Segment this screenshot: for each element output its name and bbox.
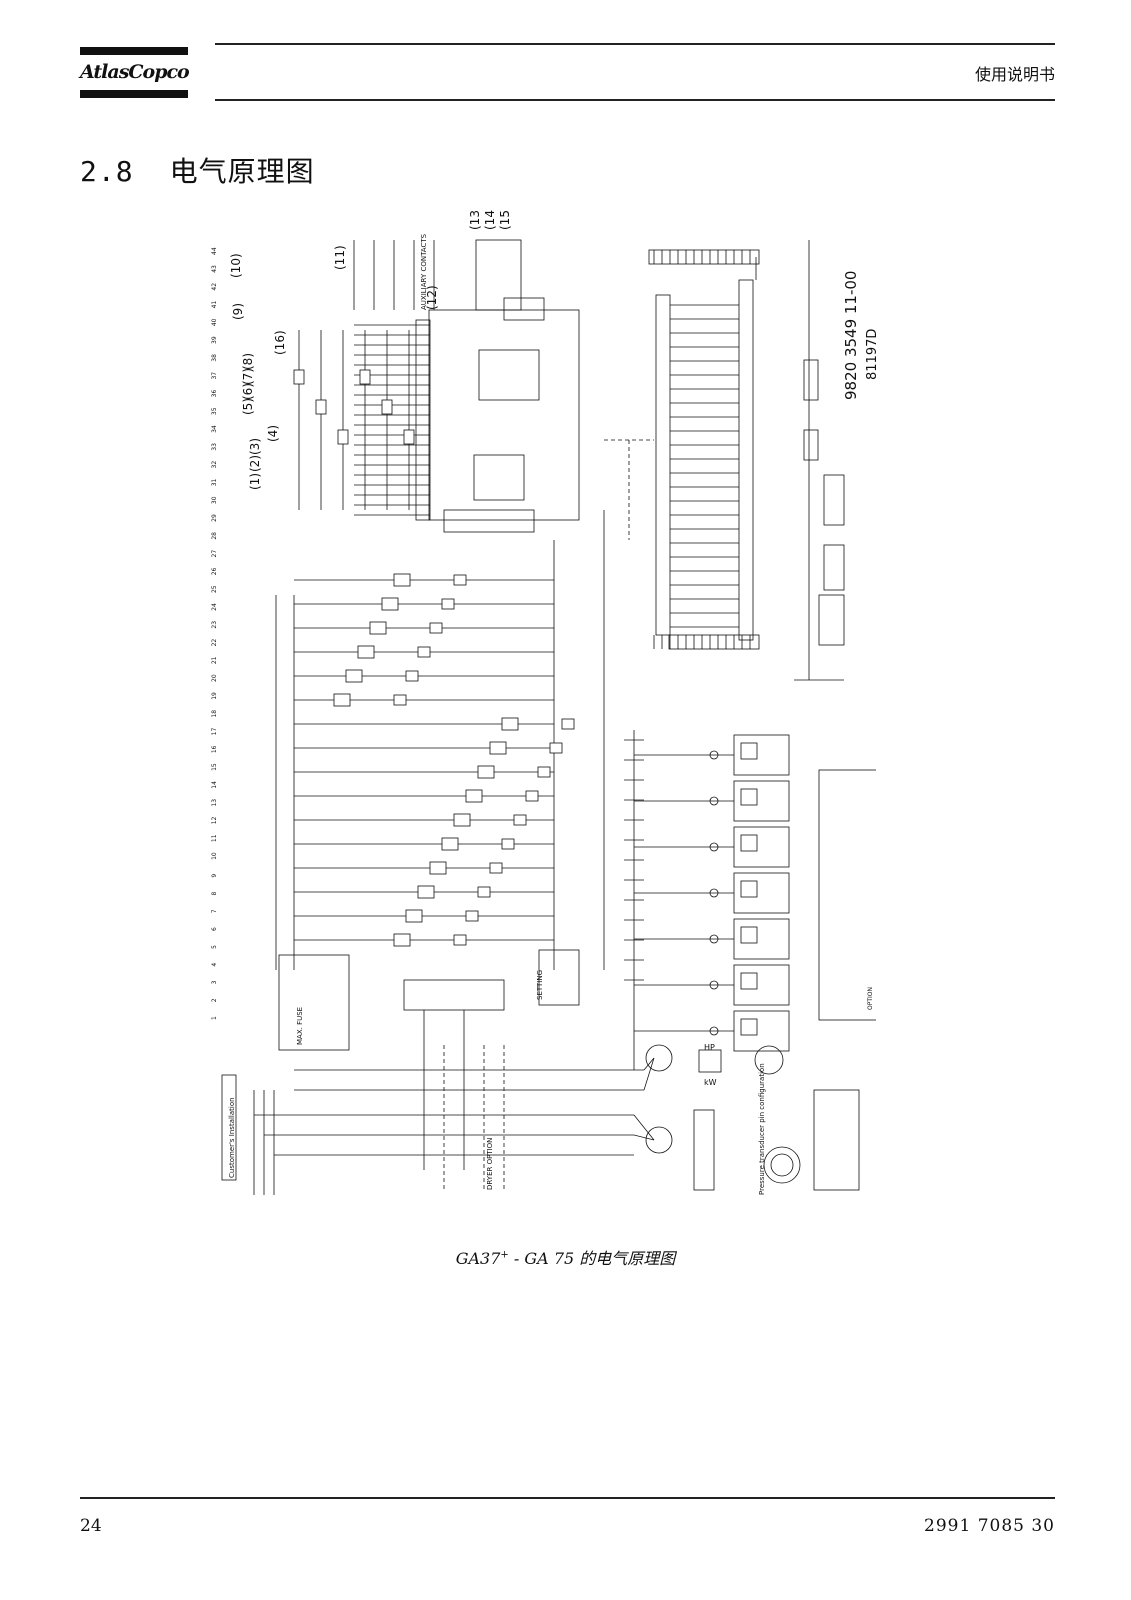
column-number: 16 [211, 745, 218, 753]
column-number: 27 [211, 550, 218, 558]
callout: (1) [248, 473, 262, 490]
callout: (5) [241, 398, 255, 415]
column-number: 11 [211, 834, 218, 842]
callout: (3) [248, 438, 262, 455]
column-number: 6 [211, 927, 218, 931]
figure-caption: GA37+ - GA 75 的电气原理图 [0, 1245, 1131, 1269]
column-number: 35 [211, 407, 218, 415]
column-number: 17 [211, 728, 218, 736]
callout: (4) [266, 425, 280, 442]
callout: (13) [468, 210, 482, 230]
footer-rule [80, 1497, 1055, 1499]
column-number: 40 [211, 318, 218, 326]
column-number: 34 [211, 425, 218, 433]
callout: (11) [333, 245, 347, 270]
column-number: 41 [211, 301, 218, 309]
dryer-option-label: DRYER OPTION [486, 1138, 494, 1190]
column-number: 21 [211, 656, 218, 664]
column-number: 14 [211, 781, 218, 789]
column-number: 8 [211, 891, 218, 895]
column-number: 31 [211, 478, 218, 486]
logo-bar-top [80, 47, 188, 55]
max-fuse-label: MAX. FUSE [296, 1007, 304, 1045]
column-number: 19 [211, 692, 218, 700]
logo-text: AtlasCopco [80, 61, 190, 83]
column-number: 32 [211, 461, 218, 469]
pressure-transducer-label: Pressure transducer pin configuration [758, 1063, 766, 1195]
column-number: 1 [211, 1016, 218, 1020]
column-number: 2 [211, 998, 218, 1002]
drawing-code: 81197D [865, 329, 876, 380]
column-number: 22 [211, 639, 218, 647]
callout: (8) [241, 353, 255, 370]
kw-label: kW [704, 1078, 717, 1087]
caption-model: GA37 [455, 1249, 501, 1268]
callout: (2) [248, 455, 262, 472]
column-number: 7 [211, 909, 218, 913]
header-rule-bottom [215, 99, 1055, 101]
column-number: 25 [211, 585, 218, 593]
document-number: 2991 7085 30 [924, 1516, 1055, 1536]
column-number: 29 [211, 514, 218, 522]
callout: (14) [483, 210, 497, 230]
column-number: 23 [211, 621, 218, 629]
callout: (9) [231, 303, 245, 320]
column-number: 33 [211, 443, 218, 451]
callout: (7) [241, 368, 255, 385]
column-number: 9 [211, 874, 218, 878]
schematic-lines [221, 239, 876, 1195]
callout-labels: (1)(2)(3) (4) (5)(6)(7)(8) (9) (10) (11) (12) (… [229, 210, 512, 490]
column-number: 10 [211, 852, 218, 860]
schematic-text: 9820 3549 11-00 81197D Customer's Instal… [228, 233, 876, 1195]
caption-sup: + [500, 1249, 509, 1261]
column-number: 5 [211, 945, 218, 949]
page-number: 24 [80, 1516, 102, 1536]
header-label: 使用说明书 [974, 65, 1055, 84]
column-number: 24 [211, 603, 218, 611]
column-number: 30 [211, 496, 218, 504]
callout: (15) [498, 210, 512, 230]
callout: (12) [425, 285, 439, 310]
column-number: 20 [211, 674, 218, 682]
column-number: 18 [211, 710, 218, 718]
column-number: 37 [211, 372, 218, 380]
column-number: 38 [211, 354, 218, 362]
atlas-copco-logo: AtlasCopco [80, 47, 190, 99]
drawing-number: 9820 3549 11-00 [842, 271, 860, 400]
column-number: 15 [211, 763, 218, 771]
column-number: 36 [211, 390, 218, 398]
section-title-text: 电气原理图 [169, 155, 315, 188]
column-number: 26 [211, 567, 218, 575]
column-number: 12 [211, 816, 218, 824]
callout: (10) [229, 253, 243, 278]
hp-label: HP [704, 1043, 715, 1052]
customer-installation-label: Customer's Installation [228, 1097, 236, 1178]
logo-bar-bottom [80, 90, 188, 98]
column-number: 39 [211, 336, 218, 344]
option-label: OPTION [867, 987, 874, 1010]
column-number: 3 [211, 980, 218, 984]
column-number: 44 [211, 247, 218, 255]
electrical-schematic: 1234567891011121314151617181920212223242… [211, 210, 876, 1195]
column-number: 42 [211, 283, 218, 291]
column-number: 13 [211, 799, 218, 807]
column-number: 43 [211, 265, 218, 273]
callout: (16) [273, 330, 287, 355]
auxiliary-contacts-label: AUXILIARY CONTACTS [420, 233, 428, 310]
column-number: 4 [211, 963, 218, 967]
caption-rest: - GA 75 的电气原理图 [508, 1249, 676, 1268]
header-rule-top [215, 43, 1055, 45]
setting-label: SETTING [536, 970, 544, 1000]
section-title: 2.8 电气原理图 [80, 150, 315, 190]
column-numbers: 1234567891011121314151617181920212223242… [211, 247, 218, 1020]
column-number: 28 [211, 532, 218, 540]
callout: (6) [241, 383, 255, 400]
section-number: 2.8 [80, 155, 134, 188]
